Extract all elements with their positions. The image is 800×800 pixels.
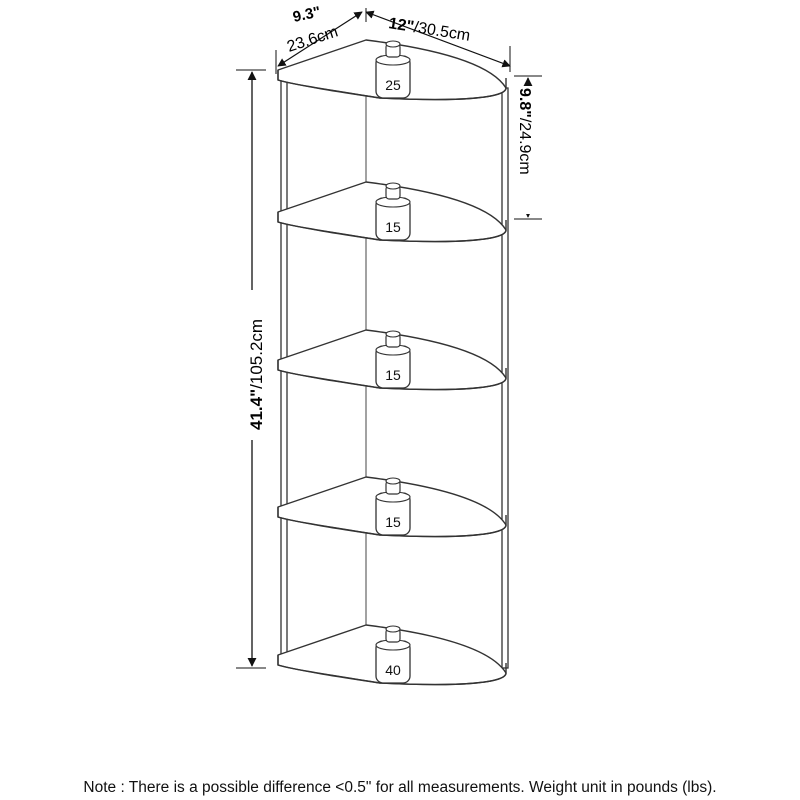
width-label: 12"/30.5cm xyxy=(387,15,471,45)
shelf: 25 xyxy=(277,39,507,101)
depth-dimension-line xyxy=(277,11,363,67)
depth-inch-label: 9.3" xyxy=(291,3,322,25)
height-label: 41.4"/105.2cm xyxy=(247,319,266,430)
weight-label: 25 xyxy=(385,77,401,93)
weight-icon xyxy=(375,182,411,241)
weight-icon xyxy=(375,625,411,684)
measurement-note: Note : There is a possible difference <0… xyxy=(83,779,717,796)
shelf: 15 xyxy=(277,329,507,391)
weight-label: 40 xyxy=(385,662,401,678)
width-dimension-line xyxy=(365,10,511,68)
shelf: 15 xyxy=(277,476,507,538)
weight-icon xyxy=(375,477,411,536)
shelf: 40 xyxy=(277,624,507,686)
weight-icon xyxy=(375,330,411,389)
spacing-label: 9.8"/24.9cm xyxy=(516,88,533,175)
weight-label: 15 xyxy=(385,367,401,383)
weight-label: 15 xyxy=(385,219,401,235)
weight-label: 15 xyxy=(385,514,401,530)
shelf: 15 xyxy=(277,181,507,243)
